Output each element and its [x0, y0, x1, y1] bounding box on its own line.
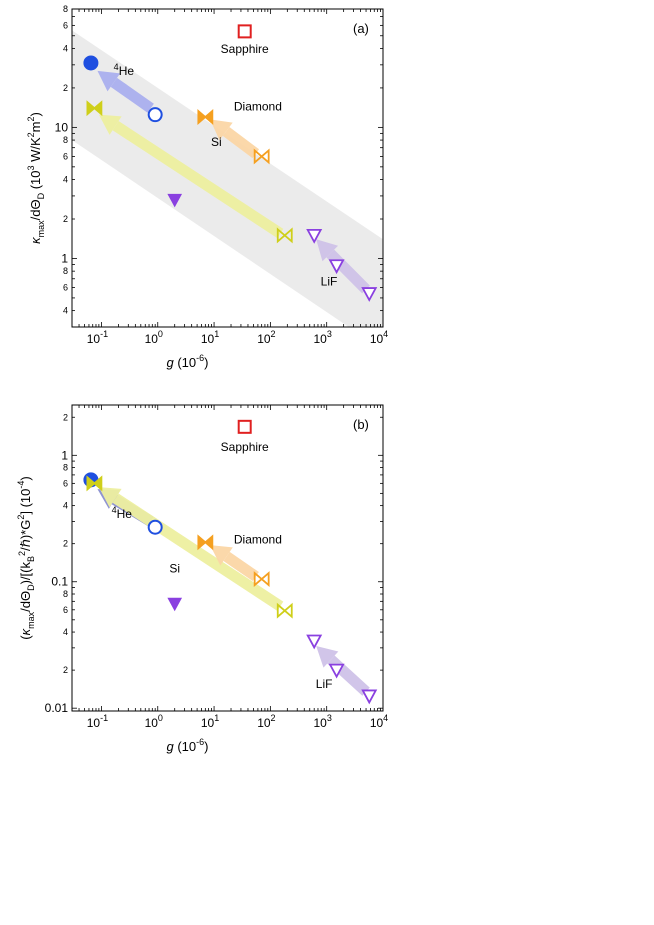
- arrow-head: [98, 487, 122, 508]
- data-point-diamond-0: [197, 109, 214, 125]
- y-tick-label: 4: [63, 306, 68, 316]
- x-axis-label: g (10-6): [167, 353, 209, 370]
- arrow-shaft: [222, 127, 260, 159]
- arrow-head: [316, 239, 339, 262]
- plot-frame: [71, 8, 384, 328]
- arrow-head: [210, 545, 233, 566]
- y-tick-label: 2: [63, 665, 68, 675]
- y-tick-label: 8: [63, 135, 68, 145]
- data-point-si-1: [276, 602, 293, 619]
- annotation-si: Si: [169, 562, 180, 576]
- y-tick-label: 8: [63, 589, 68, 599]
- arrow-head: [316, 646, 339, 668]
- y-tick-label: 8: [63, 266, 68, 276]
- arrow-diamond: [210, 119, 260, 159]
- arrow-head: [210, 119, 233, 141]
- data-point-diamond-1: [253, 148, 270, 165]
- y-tick-label: 4: [63, 175, 68, 185]
- y-tick-label: 6: [63, 283, 68, 293]
- data-point-si-0: [86, 475, 103, 492]
- x-tick-label: 10-1: [87, 713, 108, 730]
- arrow-4he: [97, 70, 154, 113]
- y-tick-label: 6: [63, 151, 68, 161]
- data-point-4he-0: [83, 55, 99, 71]
- annotation-si: Si: [211, 135, 222, 149]
- annotation-diamond: Diamond: [234, 99, 282, 113]
- y-tick-label: 8: [63, 4, 68, 14]
- data-point-sapphire-0: [237, 419, 252, 434]
- arrow-head: [98, 114, 122, 135]
- y-tick-label: 6: [63, 605, 68, 615]
- x-axis-label: g (10-6): [167, 737, 209, 754]
- x-tick-label: 101: [201, 329, 219, 346]
- x-tick-label: 100: [145, 329, 163, 346]
- x-tick-label: 102: [257, 329, 275, 346]
- arrow-shaft: [112, 121, 284, 239]
- plot-frame: [71, 404, 384, 712]
- data-point-unlabeled-0: [167, 193, 183, 208]
- data-point-diamond-0: [197, 534, 214, 551]
- y-tick-label: 2: [63, 412, 68, 422]
- arrow-shaft: [112, 493, 284, 611]
- data-point-lif-1: [328, 259, 345, 275]
- data-point-4he-1: [147, 107, 163, 123]
- panel-label: (a): [353, 21, 369, 36]
- panel-label: (b): [353, 417, 369, 432]
- y-tick-label: 4: [63, 43, 68, 53]
- y-tick-label: 2: [63, 539, 68, 549]
- annotation-sapphire: Sapphire: [221, 440, 269, 454]
- y-tick-label: 2: [63, 83, 68, 93]
- x-tick-label: 100: [145, 713, 163, 730]
- y-tick-label: 0.01: [45, 701, 69, 715]
- y-tick-label: 4: [63, 501, 68, 511]
- data-point-sapphire-0: [237, 24, 252, 39]
- y-tick-label: 4: [63, 627, 68, 637]
- x-tick-label: 102: [257, 713, 275, 730]
- x-tick-label: 104: [370, 713, 388, 730]
- arrow-diamond: [210, 545, 259, 582]
- y-tick-label: 6: [63, 478, 68, 488]
- arrow-shaft: [110, 77, 154, 113]
- y-tick-label: 6: [63, 20, 68, 30]
- data-point-lif-2: [361, 689, 378, 705]
- annotation-he: 4He: [114, 62, 135, 78]
- arrow-si: [98, 487, 284, 611]
- data-point-si-1: [276, 227, 293, 244]
- arrow-shaft: [223, 551, 259, 582]
- y-tick-label: 0.1: [51, 575, 68, 589]
- annotation-he: 4He: [112, 505, 133, 521]
- y-tick-label: 10: [55, 120, 69, 134]
- x-tick-label: 10-1: [87, 329, 108, 346]
- x-tick-label: 101: [201, 713, 219, 730]
- y-tick-label: 2: [63, 214, 68, 224]
- data-point-diamond-1: [253, 571, 270, 588]
- data-point-lif-0: [306, 634, 323, 650]
- annotation-lif: LiF: [321, 275, 338, 289]
- data-point-unlabeled-0: [167, 597, 183, 612]
- data-point-lif-2: [361, 287, 378, 302]
- annotation-diamond: Diamond: [234, 533, 282, 547]
- data-point-si-0: [86, 100, 103, 117]
- shaded-band: [72, 30, 383, 327]
- data-point-4he-1: [147, 519, 163, 535]
- x-tick-label: 103: [314, 713, 332, 730]
- y-tick-label: 1: [61, 448, 68, 462]
- y-axis-label: (κmax/dΘD)/[(kB2/ℏ)*G2] (10-4): [16, 476, 36, 640]
- arrow-head: [97, 70, 121, 92]
- arrow-si: [98, 114, 284, 239]
- y-axis-label: κmax/dΘD (103 W/K2m2): [26, 112, 46, 244]
- annotation-sapphire: Sapphire: [221, 42, 269, 56]
- annotation-lif: LiF: [316, 677, 333, 691]
- data-point-lif-0: [306, 228, 323, 244]
- y-tick-label: 1: [61, 251, 68, 265]
- x-tick-label: 104: [370, 329, 388, 346]
- y-tick-label: 8: [63, 463, 68, 473]
- x-tick-label: 103: [314, 329, 332, 346]
- data-point-lif-1: [328, 663, 345, 679]
